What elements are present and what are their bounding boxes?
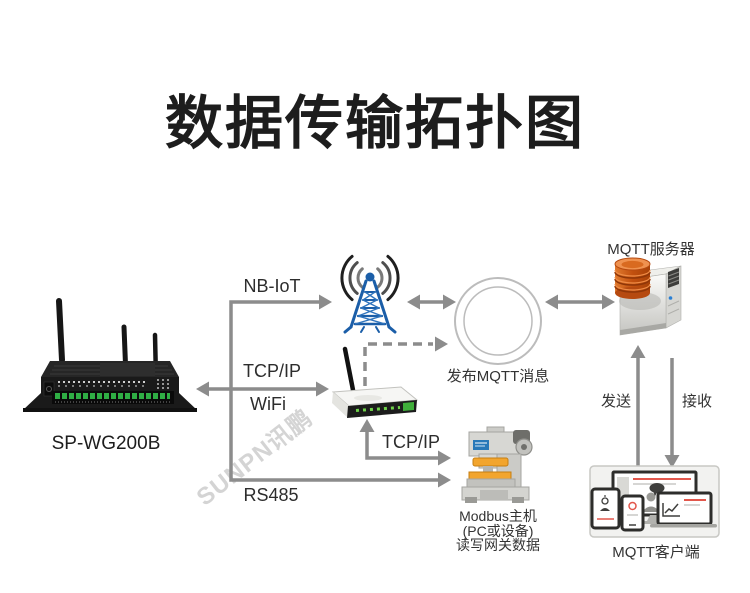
- modbus-host-label-line1: Modbus主机: [459, 508, 537, 524]
- tcp-ip-label: TCP/IP: [242, 361, 301, 381]
- gateway-device-icon: [23, 298, 197, 412]
- mqtt-publish-circle-icon: [454, 277, 542, 365]
- mqtt-client-label: MQTT客户端: [612, 544, 700, 561]
- receive-label: 接收: [681, 393, 712, 410]
- mqtt-server-label: MQTT服务器: [607, 241, 695, 258]
- modbus-host-label-line2: (PC或设备): [462, 522, 534, 539]
- wifi-label: WiFi: [250, 394, 286, 414]
- send-label: 发送: [600, 393, 631, 410]
- publish-mqtt-label: 发布MQTT消息: [446, 368, 550, 385]
- arrowheads: [196, 294, 680, 488]
- modbus-machine-icon: [461, 426, 533, 503]
- mqtt-client-icon: [589, 465, 720, 538]
- nb-iot-rs485-line: [229, 300, 438, 482]
- tcp-ip-modbus-line: [365, 430, 438, 460]
- nb-iot-label: NB-IoT: [243, 276, 301, 296]
- cell-tower-icon: [340, 254, 400, 334]
- rs485-label: RS485: [243, 485, 299, 505]
- modbus-host-label: Modbus主机 (PC或设备) 读写网关数据: [437, 509, 559, 553]
- gateway-label: SP-WG200B: [51, 433, 161, 454]
- page-title: 数据传输拓扑图: [164, 91, 585, 156]
- mqtt-server-icon: [614, 257, 682, 336]
- tcp-ip-modbus-label: TCP/IP: [381, 432, 440, 452]
- router-icon: [331, 346, 419, 418]
- modbus-host-label-line3: 读写网关数据: [456, 537, 540, 554]
